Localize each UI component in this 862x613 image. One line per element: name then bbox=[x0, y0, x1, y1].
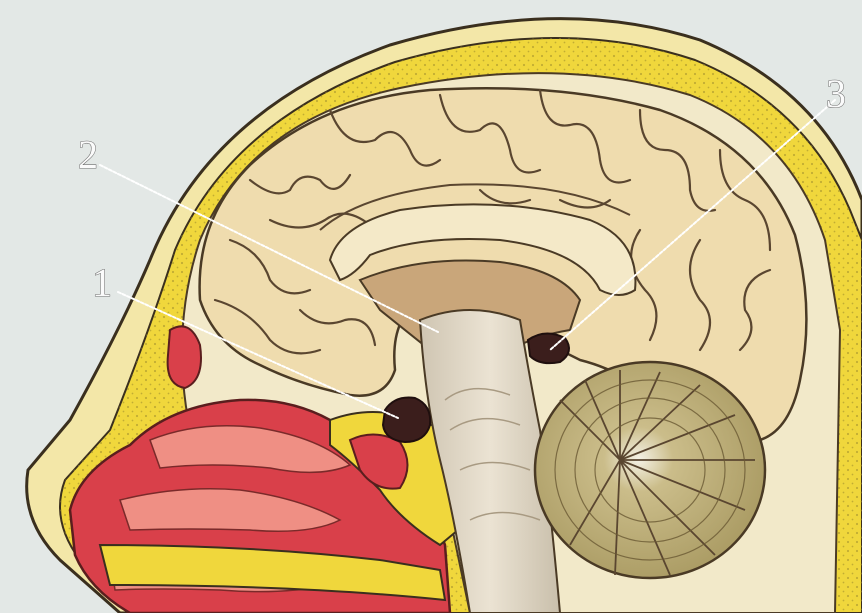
callout-label-1: 1 bbox=[92, 260, 112, 305]
pituitary-gland bbox=[383, 398, 430, 443]
callout-label-2: 2 bbox=[78, 132, 98, 177]
callout-label-3: 3 bbox=[826, 71, 846, 116]
frontal-sinus bbox=[168, 326, 201, 388]
